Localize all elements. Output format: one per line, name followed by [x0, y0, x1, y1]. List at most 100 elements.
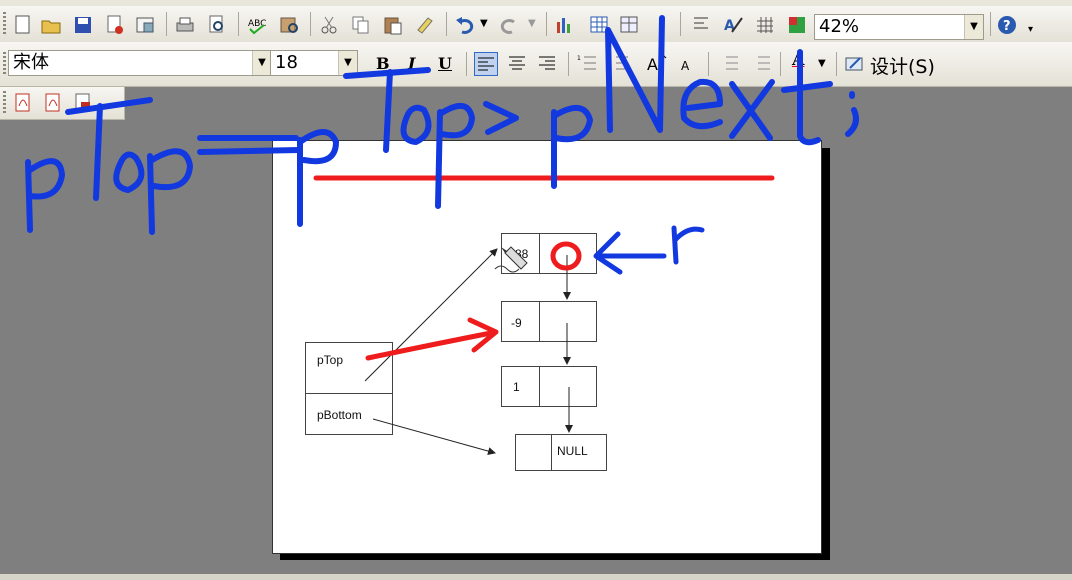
- toolbar-grip[interactable]: [3, 91, 6, 113]
- stack-field-ptop: pTop: [317, 353, 344, 367]
- convert-to-pdf-icon[interactable]: [12, 92, 34, 114]
- table-icon[interactable]: [588, 14, 610, 36]
- svg-text:A: A: [681, 59, 690, 73]
- font-name-select[interactable]: 宋体 ▼: [8, 50, 272, 76]
- list-node: [501, 301, 597, 342]
- color-fill-icon[interactable]: [786, 14, 808, 36]
- font-color-dropdown-arrow-icon[interactable]: ▼: [818, 58, 826, 69]
- show-formatting-icon[interactable]: [690, 14, 712, 36]
- svg-text:1: 1: [577, 55, 581, 62]
- toolbar-grip[interactable]: [3, 52, 6, 74]
- formatting-toolbar: 宋体 ▼ 18 ▼ B I U 1 A A A ▼ 设计(S): [0, 42, 1072, 87]
- align-center-icon[interactable]: [506, 52, 528, 74]
- node-data: -9: [511, 316, 522, 330]
- pen-cursor-icon: [494, 246, 528, 273]
- ptop-pointer-arrow: [364, 248, 498, 382]
- hyperlink-chart-icon[interactable]: [554, 14, 576, 36]
- increase-indent-icon[interactable]: [750, 52, 772, 74]
- format-painter-icon[interactable]: [414, 14, 436, 36]
- node-divider: [539, 233, 540, 274]
- node-divider: [539, 301, 540, 342]
- font-size-select[interactable]: 18 ▼: [270, 50, 358, 76]
- bold-button[interactable]: B: [376, 54, 390, 73]
- drawing-icon[interactable]: A: [722, 14, 744, 36]
- status-bar-strip: [0, 574, 1072, 580]
- italic-button[interactable]: I: [408, 54, 416, 73]
- diagram-connectors: [364, 246, 573, 455]
- svg-text:A: A: [647, 55, 658, 74]
- print-preview-icon[interactable]: [206, 14, 228, 36]
- toolbar-grip[interactable]: [3, 12, 6, 34]
- redo-dropdown-arrow-icon[interactable]: ▼: [528, 18, 536, 29]
- toolbar-separator: [310, 12, 311, 36]
- font-name-value: 宋体: [13, 52, 49, 73]
- zoom-select[interactable]: 42% ▼: [814, 14, 984, 40]
- toolbar-separator: [446, 12, 447, 36]
- svg-text:?: ?: [1003, 19, 1011, 34]
- svg-text:ABC: ABC: [248, 19, 266, 29]
- numbering-icon[interactable]: 1: [576, 52, 598, 74]
- blue-ink-handwriting: [25, 15, 859, 235]
- stack-struct-box: [305, 342, 393, 435]
- insert-table-icon[interactable]: [618, 14, 640, 36]
- undo-dropdown-arrow-icon[interactable]: ▼: [480, 18, 488, 29]
- node-next-null: NULL: [557, 444, 588, 458]
- list-node: [515, 434, 607, 471]
- decrease-indent-icon[interactable]: [718, 52, 740, 74]
- toolbar-separator: [680, 12, 681, 36]
- research-icon[interactable]: [278, 14, 300, 36]
- standard-toolbar: ABC ▼ ▼ A 42% ▼ ? ▾: [0, 6, 1072, 43]
- toolbar-separator: [166, 12, 167, 36]
- print-icon[interactable]: [174, 14, 196, 36]
- node-divider: [551, 434, 552, 471]
- blue-ink-arrow: [593, 231, 667, 275]
- window-title-strip: [0, 0, 1072, 6]
- toolbar-separator: [990, 12, 991, 36]
- toolbar-separator: [708, 52, 709, 76]
- chevron-down-icon[interactable]: ▼: [964, 15, 983, 39]
- stack-field-pbottom: pBottom: [317, 408, 362, 422]
- save-icon[interactable]: [72, 14, 94, 36]
- red-ink-circle: [550, 241, 582, 271]
- design-button[interactable]: 设计(S): [870, 56, 935, 78]
- new-document-icon[interactable]: [12, 14, 34, 36]
- chevron-down-icon[interactable]: ▼: [252, 51, 271, 75]
- stack-struct-divider: [305, 393, 393, 394]
- list-node: [501, 366, 597, 407]
- spelling-icon[interactable]: ABC: [246, 14, 268, 36]
- align-right-icon[interactable]: [536, 52, 558, 74]
- align-left-icon[interactable]: [474, 52, 498, 76]
- chevron-down-icon[interactable]: ▼: [338, 51, 357, 75]
- grid-icon[interactable]: [754, 14, 776, 36]
- node-data: 1: [513, 380, 520, 394]
- underline-button[interactable]: U: [438, 54, 452, 73]
- document-page[interactable]: pTop pBottom 88 -9 1 NULL: [272, 140, 822, 554]
- red-ink-arrow: [365, 317, 499, 361]
- font-size-value: 18: [275, 52, 298, 73]
- node-divider: [539, 366, 540, 407]
- redo-icon[interactable]: [498, 14, 520, 36]
- undo-icon[interactable]: [454, 14, 476, 36]
- toolbar-separator: [238, 12, 239, 36]
- toolbar-separator: [546, 12, 547, 36]
- cut-icon[interactable]: [318, 14, 340, 36]
- toolbar-separator: [568, 52, 569, 76]
- permission-icon[interactable]: [104, 14, 126, 36]
- svg-text:A: A: [724, 18, 735, 34]
- open-folder-icon[interactable]: [40, 14, 62, 36]
- paste-icon[interactable]: [382, 14, 404, 36]
- convert-and-email-pdf-icon[interactable]: [42, 92, 64, 114]
- email-icon[interactable]: [134, 14, 156, 36]
- blue-ink-letter-r: [671, 225, 705, 265]
- help-icon[interactable]: ?: [996, 14, 1018, 36]
- pbottom-pointer-arrow: [372, 418, 496, 455]
- toolbar-options-icon[interactable]: ▾: [1028, 24, 1034, 35]
- design-icon[interactable]: [844, 54, 866, 76]
- shrink-font-icon[interactable]: A: [678, 52, 700, 74]
- zoom-value: 42%: [819, 16, 860, 37]
- copy-icon[interactable]: [350, 14, 372, 36]
- toolbar-separator: [836, 52, 837, 76]
- toolbar-separator: [780, 52, 781, 76]
- toolbar-separator: [466, 52, 467, 76]
